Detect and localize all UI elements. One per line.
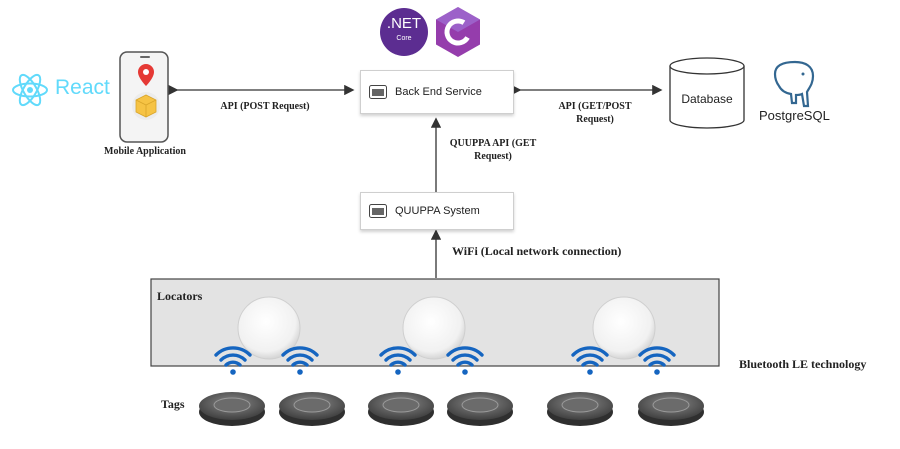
react-logo-label: React [55, 76, 110, 99]
quuppa-system-node: QUUPPA System [360, 192, 514, 230]
database-icon [669, 57, 745, 129]
window-icon [369, 85, 387, 99]
dotnet-logo-icon [380, 8, 428, 56]
api-post-label: API (POST Request) [220, 101, 310, 112]
quuppa-system-label: QUUPPA System [395, 205, 480, 217]
bluetooth-signal-icons [214, 346, 676, 375]
locator-disk [592, 296, 656, 360]
postgres-elephant-icon [773, 60, 815, 108]
tag-device [368, 392, 434, 426]
backend-service-label: Back End Service [395, 86, 482, 98]
window-icon [369, 204, 387, 218]
api-get-post-label: API (GET/POST Request) [558, 101, 632, 125]
tag-devices [199, 392, 704, 426]
bluetooth-le-label: Bluetooth LE technology [739, 357, 867, 371]
csharp-logo-icon [436, 7, 480, 57]
tag-device [638, 392, 704, 426]
locator-disk [237, 296, 301, 360]
wifi-connection-label: WiFi (Local network connection) [452, 244, 622, 258]
locator-disk [402, 296, 466, 360]
backend-service-node: Back End Service [360, 70, 514, 114]
postgres-logo-label: PostgreSQL [759, 108, 830, 123]
mobile-phone-icon [119, 51, 169, 143]
tag-device [199, 392, 265, 426]
locator-devices [237, 296, 656, 360]
react-atom-icon [12, 73, 48, 107]
database-label: Database [681, 92, 733, 106]
mobile-application-label: Mobile Application [104, 146, 186, 157]
tag-device [547, 392, 613, 426]
tags-label: Tags [161, 397, 185, 411]
tag-device [279, 392, 345, 426]
dotnet-logo-sublabel: Core [396, 35, 412, 42]
quuppa-api-label: QUUPPA API (GET Request) [449, 138, 537, 162]
tag-device [447, 392, 513, 426]
dotnet-logo-label: .NET [386, 15, 422, 32]
locators-label: Locators [157, 289, 203, 303]
